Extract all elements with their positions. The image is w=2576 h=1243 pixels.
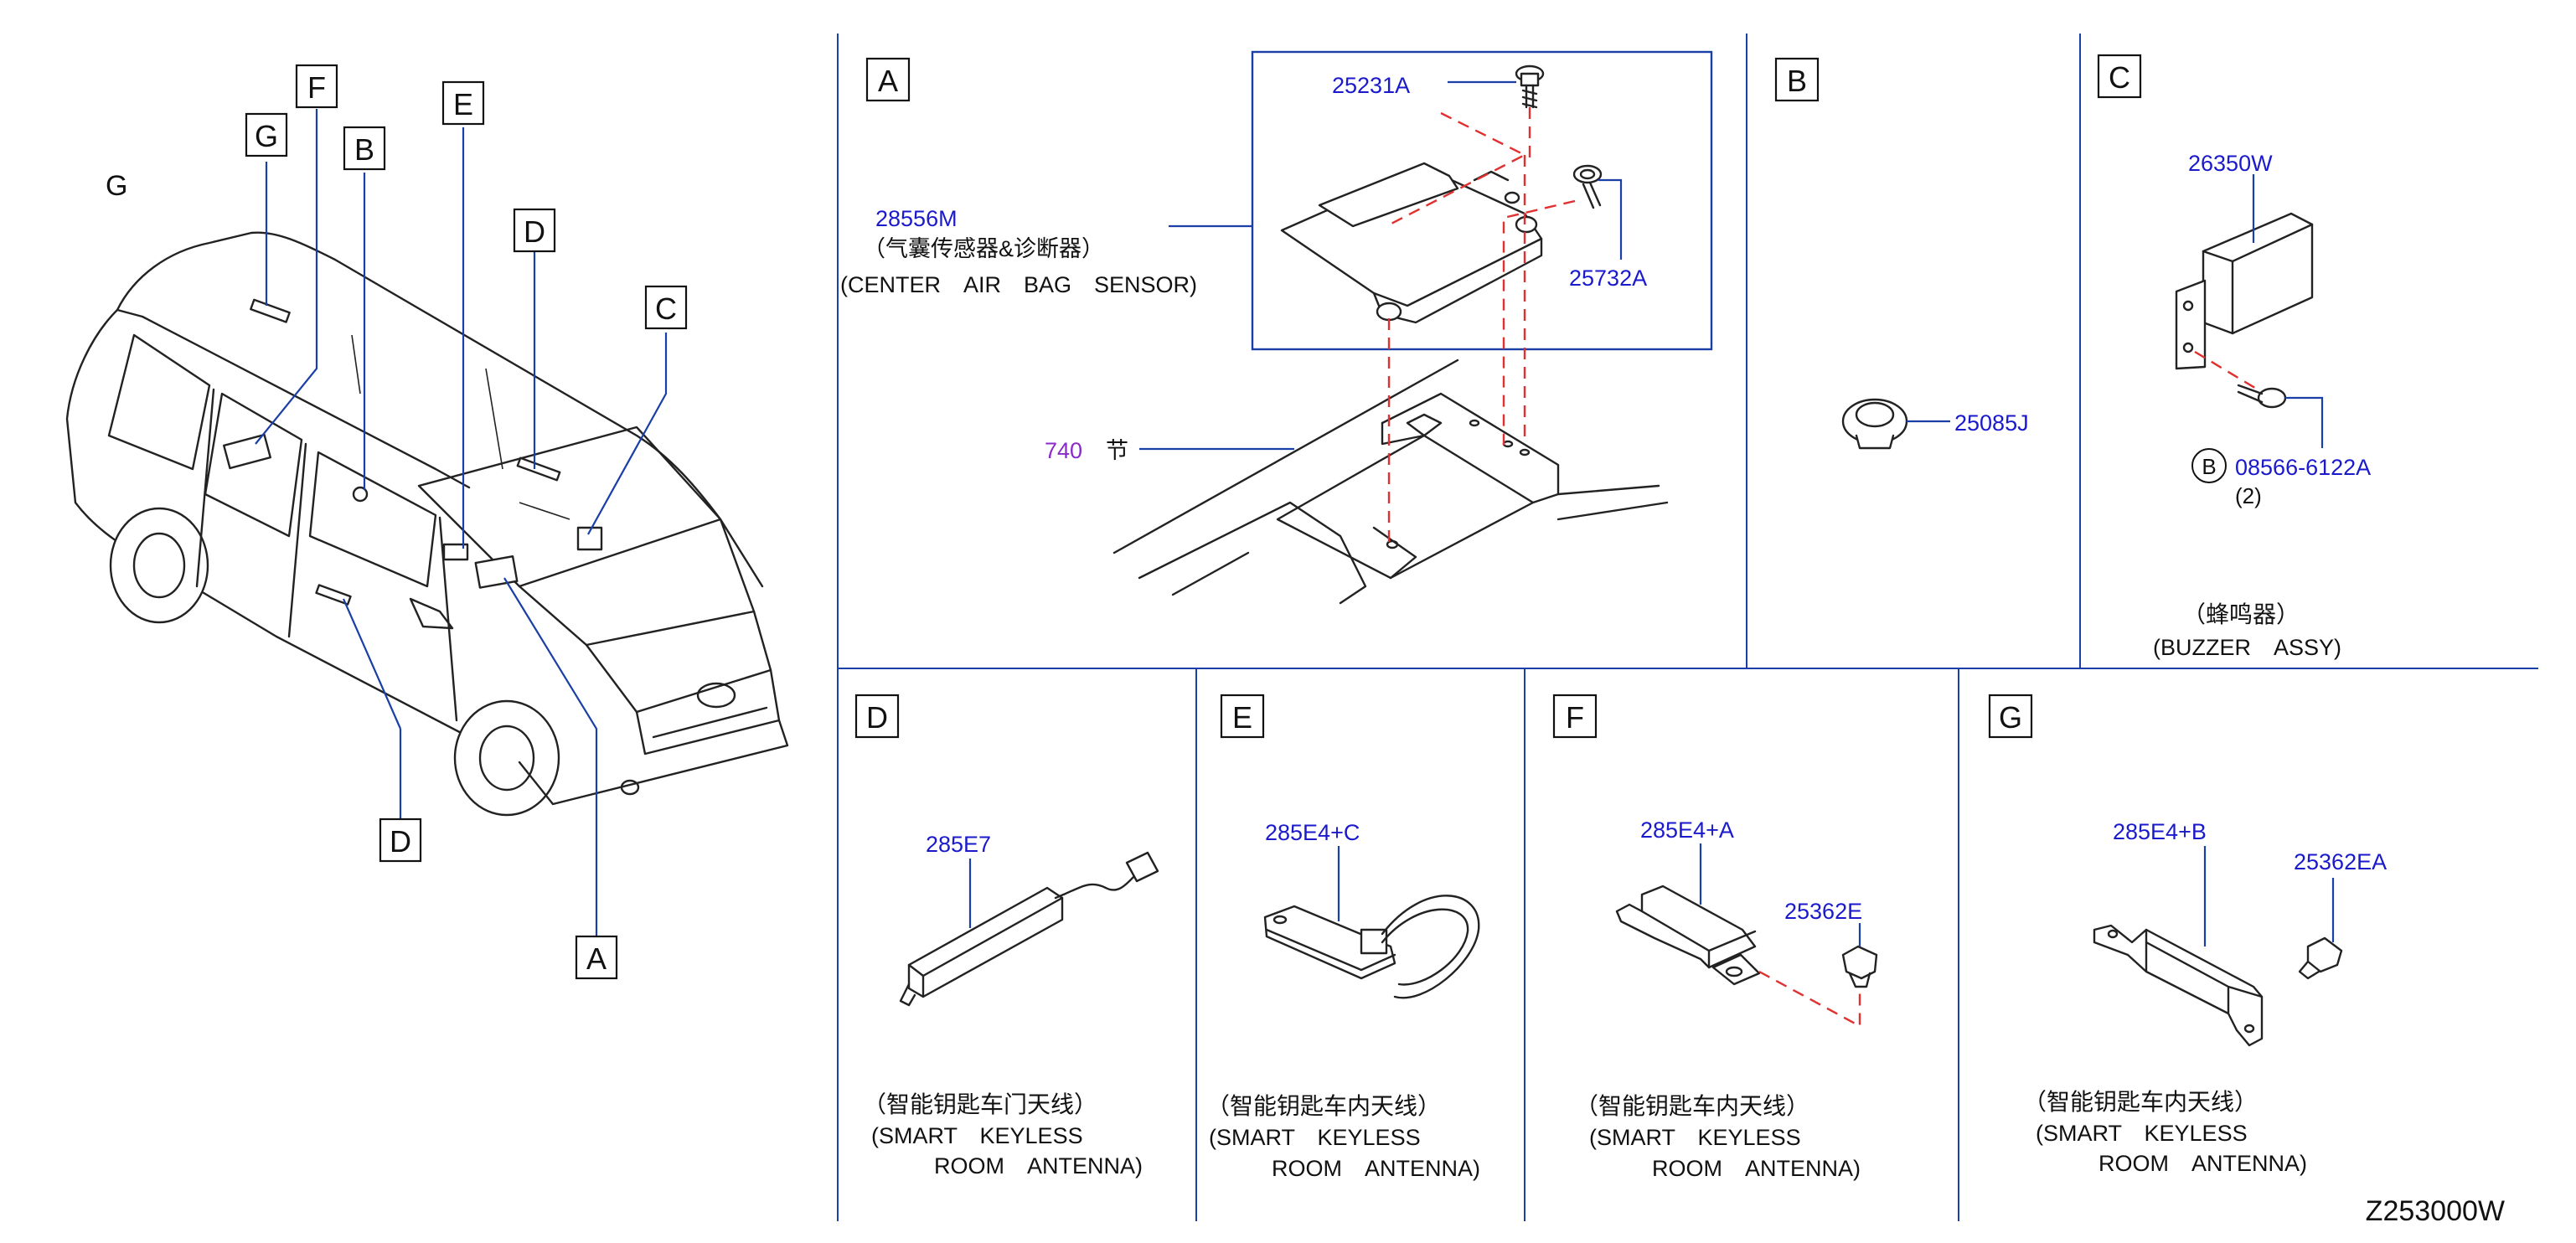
panel-a: A bbox=[840, 50, 1713, 605]
room-antenna-b-drawing bbox=[2093, 924, 2264, 1047]
part-25085j: 25085J bbox=[1954, 410, 2029, 436]
panel-a-letter: A bbox=[878, 64, 898, 98]
alignment-dashes bbox=[1386, 107, 1576, 544]
section-ref-740: 740 bbox=[1045, 438, 1082, 463]
callout-f: F bbox=[307, 70, 326, 105]
bolt-marker-b: B bbox=[2202, 454, 2216, 479]
room-antenna-c-drawing bbox=[1263, 895, 1480, 999]
panel-grid bbox=[837, 34, 2538, 1221]
callout-box bbox=[644, 285, 688, 330]
part-285e4-c: 285E4+C bbox=[1265, 820, 1360, 845]
room-antenna-b-label-en2: ROOM ANTENNA) bbox=[2098, 1151, 2307, 1176]
part-28556m: 28556M bbox=[875, 206, 958, 231]
callout-d-bottom: D bbox=[390, 824, 411, 859]
part-285e7: 285E7 bbox=[926, 832, 991, 857]
floor-panel-drawing bbox=[1112, 358, 1669, 605]
room-antenna-c-label-en1: (SMART KEYLESS bbox=[1209, 1125, 1421, 1150]
callout-box bbox=[441, 80, 485, 126]
vehicle-outline bbox=[65, 231, 789, 817]
callout-b: B bbox=[354, 132, 374, 167]
callout-box bbox=[295, 64, 338, 109]
panel-e-letter: E bbox=[1232, 700, 1252, 735]
panel-d-letter: D bbox=[866, 700, 888, 735]
callout-d-top: D bbox=[524, 214, 545, 249]
panel-c: C 26350W B 08566-6122A (2) （蜂鸣器） (BUZZER… bbox=[2097, 54, 2371, 660]
vehicle-overview: G bbox=[65, 64, 789, 980]
part-26350w: 26350W bbox=[2188, 151, 2273, 176]
bolt-25732a-drawing bbox=[1572, 164, 1603, 209]
panel-b: B 25085J bbox=[1774, 57, 2029, 450]
bolt-25231a-drawing bbox=[1515, 64, 1545, 109]
part-285e4-b: 285E4+B bbox=[2113, 819, 2207, 844]
room-antenna-c-label-en2: ROOM ANTENNA) bbox=[1272, 1156, 1480, 1181]
part-25732a: 25732A bbox=[1569, 266, 1647, 291]
callout-box bbox=[1552, 694, 1598, 739]
door-antenna-drawing bbox=[899, 851, 1159, 1007]
room-antenna-a-drawing bbox=[1615, 885, 1761, 986]
clip-25362e-drawing bbox=[1841, 945, 1878, 988]
clip-25085j-drawing bbox=[1841, 398, 1908, 450]
panel-g-letter: G bbox=[1999, 700, 2022, 735]
bolt-08566-drawing bbox=[2237, 384, 2287, 409]
sensor-label-cn: （气囊传感器&诊断器） bbox=[863, 236, 1104, 261]
part-25231a: 25231A bbox=[1332, 73, 1410, 98]
callout-box bbox=[343, 126, 386, 171]
section-ref-label: 节 bbox=[1106, 438, 1128, 463]
airbag-sensor-drawing bbox=[1280, 162, 1543, 324]
part-25362ea: 25362EA bbox=[2294, 849, 2387, 874]
bolt-qty: (2) bbox=[2235, 483, 2262, 508]
panel-g: G 285E4+B 25362EA （智能钥匙车内天线） (SMART KEYL… bbox=[1988, 694, 2387, 1176]
panel-c-letter: C bbox=[2109, 60, 2130, 95]
callout-box bbox=[2097, 54, 2142, 99]
callout-c: C bbox=[655, 291, 677, 326]
room-antenna-b-label-cn: （智能钥匙车内天线） bbox=[2023, 1089, 2258, 1115]
callout-box bbox=[513, 208, 556, 253]
overview-corner-letter: G bbox=[106, 170, 127, 202]
callout-box bbox=[1988, 694, 2033, 739]
callout-a: A bbox=[586, 941, 607, 976]
sensor-detail-frame bbox=[1251, 50, 1713, 351]
callout-g: G bbox=[255, 119, 278, 153]
bolt-marker-circle bbox=[2191, 448, 2227, 483]
overview-callouts: G F B E D C D A bbox=[245, 64, 688, 980]
callout-box bbox=[854, 694, 900, 739]
buzzer-label-en: (BUZZER ASSY) bbox=[2153, 635, 2341, 660]
room-antenna-a-label-en1: (SMART KEYLESS bbox=[1589, 1125, 1801, 1150]
room-antenna-a-label-en2: ROOM ANTENNA) bbox=[1652, 1156, 1861, 1181]
clip-25362ea-drawing bbox=[2298, 936, 2343, 980]
room-antenna-a-label-cn: （智能钥匙车内天线） bbox=[1575, 1093, 1809, 1119]
panel-d: D 285E7 （智能钥匙车门天线） (SMART KEYLESS ROOM A… bbox=[854, 694, 1159, 1179]
part-285e4-a: 285E4+A bbox=[1640, 817, 1734, 843]
callout-box bbox=[245, 112, 288, 157]
callout-e: E bbox=[453, 87, 473, 121]
door-antenna-label-en1: (SMART KEYLESS bbox=[871, 1123, 1083, 1148]
room-antenna-b-label-en1: (SMART KEYLESS bbox=[2036, 1121, 2248, 1146]
part-08566-6122a: 08566-6122A bbox=[2235, 455, 2371, 480]
callout-box bbox=[379, 817, 422, 863]
callout-box bbox=[865, 57, 911, 102]
callout-box bbox=[575, 935, 618, 980]
overview-leaders bbox=[255, 109, 668, 936]
diagram-id: Z253000W bbox=[2366, 1195, 2505, 1227]
buzzer-label-cn: （蜂鸣器） bbox=[2182, 601, 2300, 627]
panel-f-letter: F bbox=[1566, 700, 1584, 735]
panel-e: E 285E4+C （智能钥匙车内天线） (SMART KEYLESS ROOM… bbox=[1206, 694, 1480, 1181]
panel-f: F 285E4+A 25362E （智能钥匙车内天线） (SMART KEYLE… bbox=[1552, 694, 1878, 1181]
buzzer-drawing bbox=[2175, 212, 2314, 370]
sensor-label-en: (CENTER AIR BAG SENSOR) bbox=[840, 272, 1197, 297]
door-antenna-label-cn: （智能钥匙车门天线） bbox=[863, 1091, 1097, 1117]
callout-box bbox=[1774, 57, 1820, 102]
panel-b-letter: B bbox=[1787, 64, 1807, 98]
part-25362e: 25362E bbox=[1784, 899, 1862, 924]
door-antenna-label-en2: ROOM ANTENNA) bbox=[934, 1153, 1143, 1179]
room-antenna-c-label-cn: （智能钥匙车内天线） bbox=[1206, 1093, 1441, 1119]
callout-box bbox=[1220, 694, 1265, 739]
